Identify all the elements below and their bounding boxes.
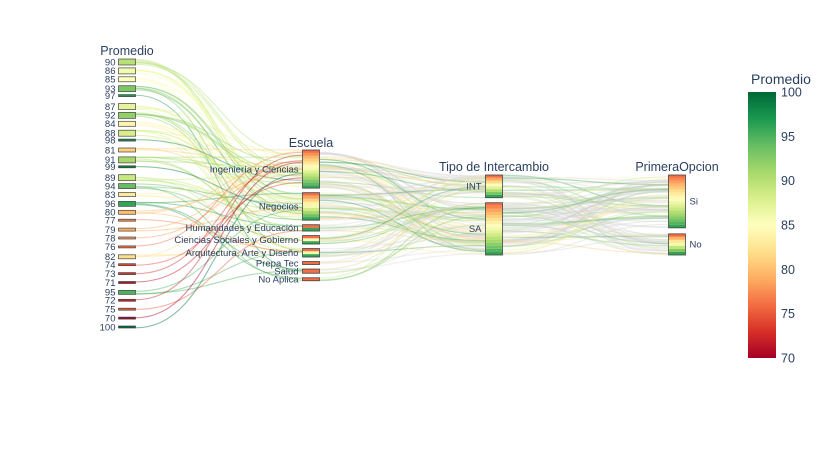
category-label-escuela-ciencias-sociales-y-gobierno: Ciencias Sociales y Gobierno: [174, 235, 298, 246]
category-label-primeraopcion-no: No: [690, 240, 702, 251]
category-bar-promedio-77[interactable]: [119, 219, 136, 221]
category-bar-promedio-99[interactable]: [119, 166, 136, 168]
category-bar-promedio-87[interactable]: [119, 104, 136, 110]
category-bar-promedio-92[interactable]: [119, 112, 136, 118]
category-bar-promedio-94[interactable]: [119, 184, 136, 189]
category-bar-promedio-72[interactable]: [119, 299, 136, 301]
category-bar-tipo-de-intercambio-int[interactable]: [486, 175, 503, 198]
colorbar-gradient: [748, 92, 776, 358]
category-bar-promedio-76[interactable]: [119, 246, 136, 248]
colorbar-tick-70: 70: [781, 352, 795, 366]
category-bar-promedio-91[interactable]: [119, 157, 136, 163]
category-bar-escuela-ingenieria-y-ciencias[interactable]: [303, 150, 320, 188]
category-bar-promedio-100[interactable]: [119, 326, 136, 328]
category-bar-promedio-82[interactable]: [119, 255, 136, 259]
category-bar-escuela-negocios[interactable]: [303, 193, 320, 221]
category-bar-promedio-98[interactable]: [119, 139, 136, 141]
category-bar-escuela-prepa-tec[interactable]: [303, 262, 320, 265]
colorbar-tick-80: 80: [781, 263, 795, 277]
category-label-escuela-humanidades-y-educacion: Humanidades y Educación: [185, 223, 298, 234]
category-bar-promedio-74[interactable]: [119, 264, 136, 266]
colorbar-tick-85: 85: [781, 219, 795, 233]
category-bar-promedio-88[interactable]: [119, 130, 136, 136]
category-label-escuela-no-aplica: No Aplica: [258, 275, 299, 286]
category-bar-promedio-80[interactable]: [119, 210, 136, 214]
category-bar-escuela-arquitectura-arte-y-diseno[interactable]: [303, 249, 320, 257]
category-bar-promedio-79[interactable]: [119, 228, 136, 231]
colorbar-tick-95: 95: [781, 130, 795, 144]
category-bar-promedio-84[interactable]: [119, 121, 136, 126]
category-label-primeraopcion-si: Si: [690, 197, 698, 208]
category-bar-promedio-89[interactable]: [119, 175, 136, 181]
category-label-promedio-99: 99: [105, 162, 116, 173]
category-bar-promedio-93[interactable]: [119, 86, 136, 92]
category-bar-promedio-85[interactable]: [119, 77, 136, 82]
category-bar-escuela-no-aplica[interactable]: [303, 278, 320, 281]
category-bar-promedio-90[interactable]: [119, 59, 136, 65]
category-label-tipo-de-intercambio-sa: SA: [469, 224, 482, 235]
category-bar-tipo-de-intercambio-sa[interactable]: [486, 203, 503, 255]
category-bar-escuela-humanidades-y-educacion[interactable]: [303, 225, 320, 231]
category-label-escuela-ingenieria-y-ciencias: Ingeniería y Ciencias: [210, 164, 299, 175]
category-bar-promedio-83[interactable]: [119, 193, 136, 197]
colorbar-tick-100: 100: [781, 86, 802, 100]
category-bar-promedio-71[interactable]: [119, 282, 136, 284]
category-bar-promedio-70[interactable]: [119, 317, 136, 319]
category-bar-promedio-96[interactable]: [119, 201, 136, 206]
category-bar-promedio-73[interactable]: [119, 273, 136, 275]
category-bar-primeraopcion-si[interactable]: [669, 175, 686, 228]
dimension-title-escuela: Escuela: [289, 136, 334, 150]
dimension-title-tipo-de-intercambio: Tipo de Intercambio: [439, 160, 549, 174]
category-bar-promedio-86[interactable]: [119, 68, 136, 74]
colorbar-tick-90: 90: [781, 174, 795, 188]
dimension-title-primeraopcion: PrimeraOpcion: [635, 160, 718, 174]
category-bar-escuela-ciencias-sociales-y-gobierno[interactable]: [303, 236, 320, 244]
category-bar-primeraopcion-no[interactable]: [669, 234, 686, 255]
category-bar-promedio-97[interactable]: [119, 95, 136, 97]
colorbar-tick-75: 75: [781, 307, 795, 321]
category-label-promedio-100: 100: [100, 322, 116, 333]
category-label-escuela-negocios: Negocios: [259, 202, 299, 213]
dimension-title-promedio: Promedio: [100, 44, 154, 58]
category-bar-escuela-salud[interactable]: [303, 269, 320, 273]
category-label-promedio-97: 97: [105, 91, 116, 102]
ribbons-layer: [136, 59, 669, 327]
category-bar-promedio-75[interactable]: [119, 308, 136, 310]
category-bar-promedio-81[interactable]: [119, 148, 136, 152]
category-bar-promedio-78[interactable]: [119, 237, 136, 239]
category-bar-promedio-95[interactable]: [119, 290, 136, 294]
category-label-tipo-de-intercambio-int: INT: [466, 182, 482, 193]
